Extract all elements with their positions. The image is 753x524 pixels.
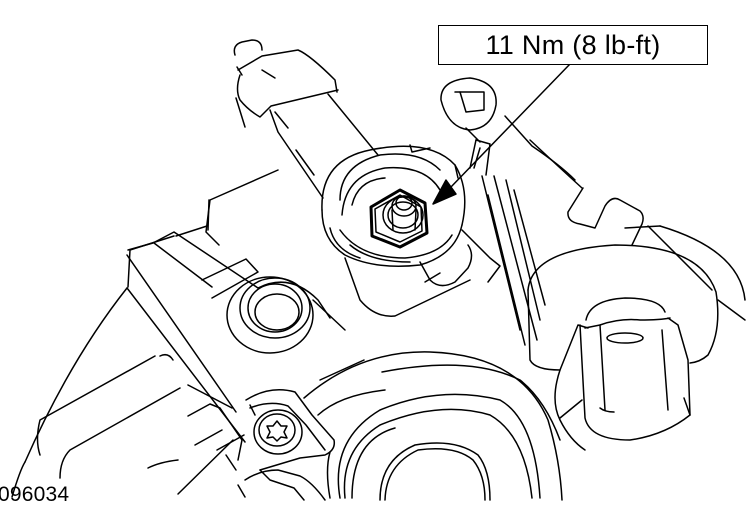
ribs-center bbox=[465, 115, 576, 346]
bolt-head-top bbox=[440, 77, 497, 176]
bracket-upper-right bbox=[529, 139, 746, 301]
nut-collar-assembly bbox=[321, 144, 501, 317]
sensor-connector bbox=[233, 39, 379, 199]
torque-spec-text: 11 Nm (8 lb-ft) bbox=[485, 29, 661, 60]
torque-spec-label: 11 Nm (8 lb-ft) bbox=[438, 25, 708, 65]
clamp-block bbox=[527, 244, 746, 451]
torx-screw bbox=[237, 389, 336, 501]
pump-housing-round bbox=[303, 351, 563, 501]
flange-lower-left bbox=[147, 429, 223, 469]
hex-nut bbox=[369, 188, 429, 249]
port-boss bbox=[226, 276, 346, 354]
figure-id: 096034 bbox=[0, 483, 70, 506]
housing-left bbox=[11, 169, 279, 498]
callout-leader-arrow bbox=[432, 63, 571, 205]
